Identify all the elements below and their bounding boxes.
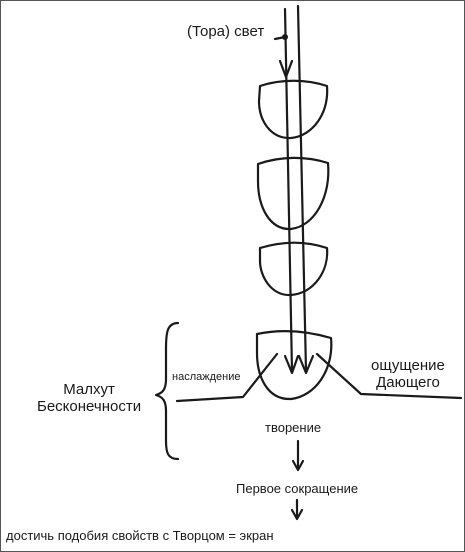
creation-label: творение: [265, 420, 322, 435]
pointer-line: [273, 35, 287, 41]
first-restriction-label: Первое сокращение: [236, 481, 359, 496]
vessel-3-icon: [258, 241, 329, 297]
arrow-down-icon: [290, 508, 304, 521]
arrow-down-icon: [291, 459, 305, 472]
sensation-label-line2: Дающего: [376, 373, 440, 391]
light-label: (Тора) свет: [187, 23, 265, 40]
arrow-down-icon: [278, 59, 294, 79]
sensation-line: [315, 352, 463, 400]
pleasure-label: наслаждение: [172, 371, 241, 383]
sensation-label: ощущение Дающего: [371, 357, 445, 391]
arrow-down-icon: [297, 354, 315, 375]
light-line-right: [296, 4, 308, 373]
vessel-1-icon: [257, 79, 329, 140]
malkhut-label-line2: Бесконечности: [37, 397, 142, 415]
light-line-left: [283, 7, 294, 373]
malkhut-label: Малхут Бесконечности: [37, 381, 142, 415]
malkhut-label-line1: Малхут: [63, 381, 115, 398]
curly-brace-icon: [154, 321, 180, 461]
screen-label: достичь подобия свойств с Творцом = экра…: [6, 528, 274, 543]
pleasure-line: [175, 352, 279, 403]
vessel-4-icon: [255, 330, 333, 401]
sensation-label-line1: ощущение: [371, 357, 445, 374]
vessel-2-icon: [256, 156, 330, 231]
arrow-down-icon: [283, 354, 300, 375]
